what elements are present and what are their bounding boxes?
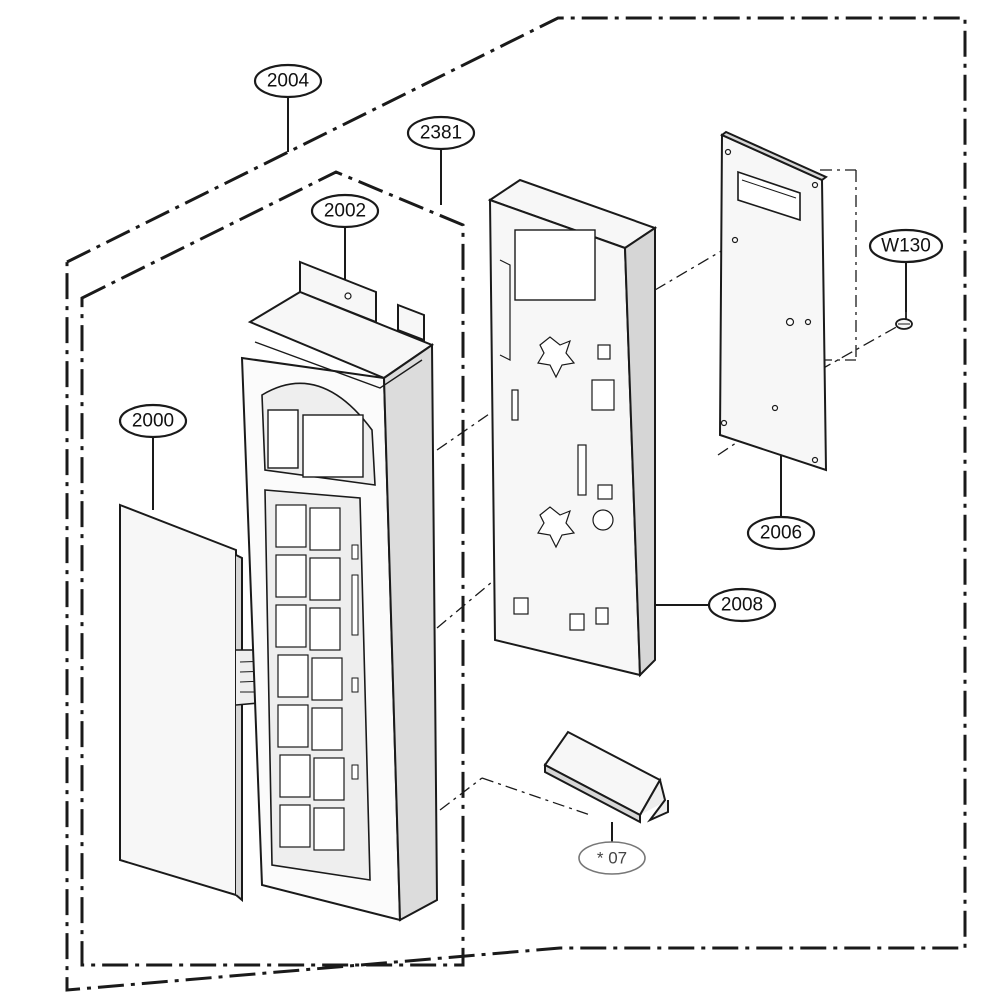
leader-lines	[152, 97, 907, 843]
callout-2004-label: 2004	[267, 71, 310, 92]
callout-2381: 2381	[406, 115, 476, 151]
callout-2000-label: 2000	[132, 411, 174, 432]
callout-2000: 2000	[118, 403, 188, 439]
assembly-2004-boundary	[65, 16, 967, 992]
callout-2004: 2004	[253, 63, 323, 99]
callout-07-label: * 07	[597, 849, 627, 868]
callout-2002: 2002	[310, 193, 380, 229]
part-2006-pcb	[718, 130, 828, 472]
callout-2381-label: 2381	[420, 123, 462, 144]
callout-2008-label: 2008	[721, 595, 763, 616]
callout-07: * 07	[578, 841, 646, 875]
callout-2006: 2006	[746, 515, 816, 551]
callout-2002-label: 2002	[324, 201, 366, 222]
callout-w130-label: W130	[881, 236, 931, 257]
callout-2006-label: 2006	[760, 523, 802, 544]
callout-2008: 2008	[707, 587, 777, 623]
part-07-clip	[543, 730, 669, 824]
part-2008-bracket	[487, 178, 658, 678]
assembly-2381-boundary	[80, 170, 465, 967]
part-w130-screw	[895, 310, 913, 330]
part-2002-control-panel	[240, 260, 439, 922]
callout-w130: W130	[868, 228, 944, 264]
